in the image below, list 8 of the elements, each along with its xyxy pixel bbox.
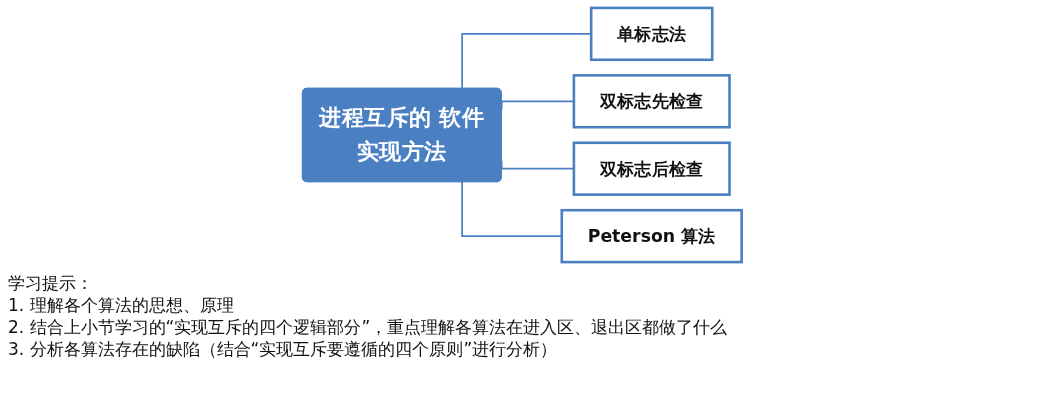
node-box: 双标志先检查 xyxy=(573,74,732,129)
node-box: 单标志法 xyxy=(590,6,714,62)
note-text: 1. 理解各个算法的思想、原理 xyxy=(8,294,235,316)
node-box: 双标志后检查 xyxy=(573,141,732,196)
node-box: Peterson 算法 xyxy=(560,208,744,264)
note-text: 3. 分析各算法存在的缺陷（结合“实现互斥要遵循的四个原则”进行分析） xyxy=(8,338,559,360)
note-text: 学习提示： xyxy=(8,272,94,294)
note-text: 2. 结合上小节学习的“实现互斥的四个逻辑部分”，重点理解各算法在进入区、退出区都做了什么 xyxy=(8,316,729,338)
